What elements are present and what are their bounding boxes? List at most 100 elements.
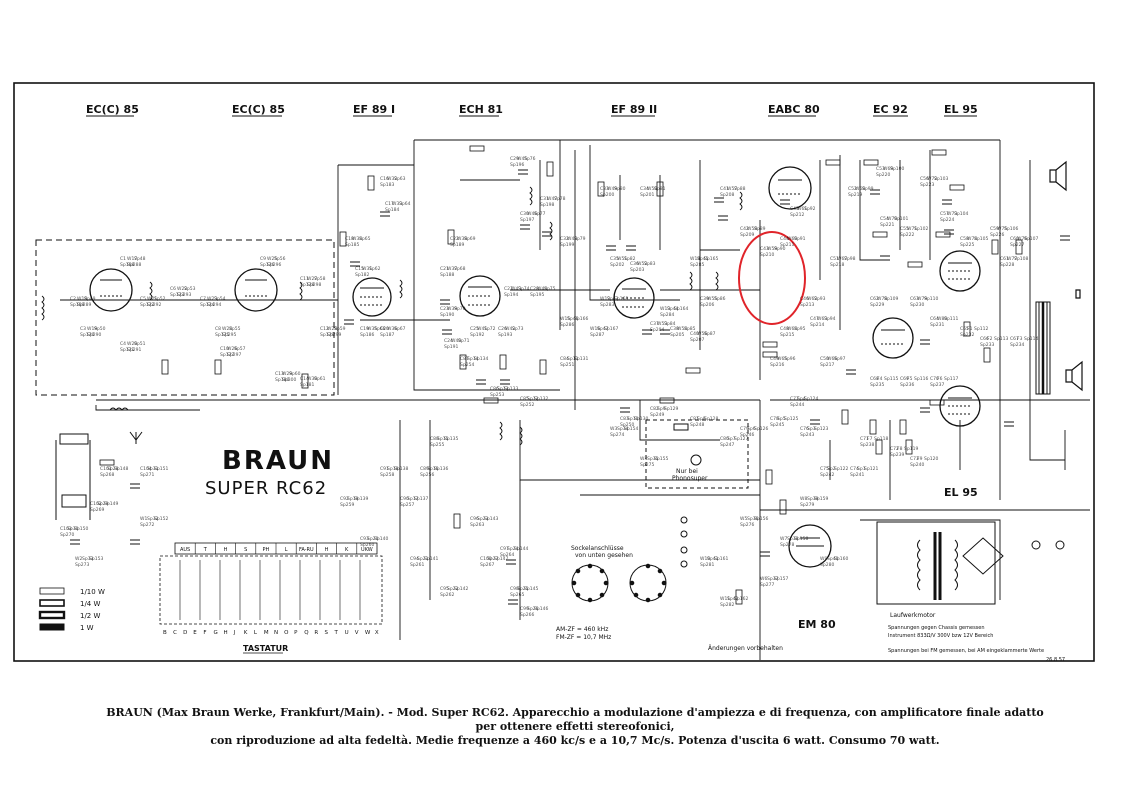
component-label: Sp268: [100, 472, 114, 478]
component-label: Sp94: [824, 316, 836, 322]
component-label: Sp241: [850, 472, 864, 478]
component-label: Sp270: [60, 532, 74, 538]
tube-ef89ii: [613, 277, 655, 319]
tube-el95b: [939, 385, 981, 427]
component-label: Sp190: [440, 312, 454, 318]
component-label: C24: [444, 338, 453, 344]
component-label: F1: [967, 326, 973, 332]
component-label: Sp275: [640, 462, 654, 468]
keyboard-letter: R: [314, 630, 318, 636]
component-label: Sp232: [960, 332, 974, 338]
component-label: W71: [907, 226, 917, 232]
component-label: Sp28: [107, 466, 119, 472]
component-label: W37: [447, 266, 457, 272]
tube-em80: [788, 524, 832, 568]
component-label: Sp29: [97, 501, 109, 507]
component-label: C59: [990, 226, 999, 232]
component-label: Sp276: [740, 522, 754, 528]
component-label: Sp260: [360, 542, 374, 548]
component-label: W8: [800, 496, 807, 502]
component-label: Sp88: [734, 186, 746, 192]
component-label: Sp54: [214, 296, 226, 302]
component-label: Sp288: [127, 262, 141, 268]
component-label: C16: [380, 176, 389, 182]
component-label: Sp71: [458, 338, 470, 344]
component-label: Sp249: [650, 412, 664, 418]
component-label: Sp208: [720, 192, 734, 198]
voltage-note-3: Spannungen bei FM gemessen, bei AM einge…: [888, 648, 1044, 654]
component-label: Sp22: [447, 586, 459, 592]
component-label: W73: [947, 211, 957, 217]
component-label: C103: [60, 526, 72, 532]
component-label: C99: [520, 606, 529, 612]
component-label: C5: [140, 296, 146, 302]
component-label: Sp116: [914, 376, 928, 382]
component-label: Sp204: [650, 327, 664, 333]
component-label: C58: [960, 236, 969, 242]
component-label: Sp165: [704, 256, 718, 262]
component-label: Sp202: [610, 262, 624, 268]
component-label: Sp191: [444, 344, 458, 350]
component-label: C28: [530, 286, 539, 292]
component-label: W11: [720, 596, 730, 602]
component-label: W31: [362, 266, 372, 272]
component-label: Sp284: [660, 312, 674, 318]
component-label: Sp193: [498, 332, 512, 338]
component-label: C11: [300, 276, 309, 282]
component-label: Sp32: [147, 516, 159, 522]
component-label: Sp7: [727, 436, 736, 442]
changes-note: Änderungen vorbehalten: [708, 645, 783, 652]
component-label: Sp237: [930, 382, 944, 388]
component-label: Sp264: [500, 552, 514, 558]
component-label: Sp78: [554, 196, 566, 202]
component-label: C47: [810, 316, 819, 322]
tube-label-ef89ii: EF 89 II: [611, 103, 657, 116]
component-label: W6: [760, 576, 767, 582]
component-label: Sp273: [75, 562, 89, 568]
keyboard-key: T: [203, 547, 208, 553]
component-label: Sp55: [229, 326, 241, 332]
component-label: F5: [907, 376, 913, 382]
component-label: Sp174: [200, 302, 214, 308]
tube-ec92: [872, 317, 914, 359]
component-label: Sp170: [80, 332, 94, 338]
component-label: C14: [300, 376, 309, 382]
component-label: Sp30: [67, 526, 79, 532]
component-label: W50: [647, 186, 657, 192]
legend-label-0: 1/10 W: [80, 588, 105, 596]
component-label: Sp117: [944, 376, 958, 382]
component-label: C38: [670, 326, 679, 332]
component-label: F3: [1017, 336, 1023, 342]
component-label: Sp77: [534, 211, 546, 217]
component-label: Sp84: [664, 321, 676, 327]
component-label: C10: [220, 346, 229, 352]
keyboard-letter: X: [375, 630, 379, 636]
component-label: Sp285: [690, 262, 704, 268]
tube-label-el95b: EL 95: [944, 486, 978, 499]
keyboard-key: FA-RU: [299, 547, 314, 553]
component-label: Sp136: [434, 466, 448, 472]
component-label: Sp127: [734, 436, 748, 442]
component-label: Sp258: [380, 472, 394, 478]
component-label: Sp154: [624, 426, 638, 432]
if-am-label: AM-ZF = 460 kHz: [556, 626, 608, 633]
component-label: Sp220: [876, 172, 890, 178]
component-label: C86: [490, 386, 499, 392]
component-label: Sp25: [517, 586, 529, 592]
component-label: W56: [697, 331, 707, 337]
component-label: C49: [770, 356, 779, 362]
component-label: C71: [860, 436, 869, 442]
keyboard-letter: Q: [304, 630, 309, 636]
keyboard-letter: T: [334, 630, 339, 636]
component-label: Sp9: [657, 406, 666, 412]
component-label: Sp105: [974, 236, 988, 242]
component-label: Sp85: [684, 326, 696, 332]
component-label: C46: [800, 296, 809, 302]
component-label: W80: [937, 316, 947, 322]
component-label: Sp73: [512, 326, 524, 332]
component-label: C93: [360, 536, 369, 542]
component-label: Sp289: [77, 302, 91, 308]
component-label: Sp146: [534, 606, 548, 612]
component-label: W74: [967, 236, 977, 242]
component-label: Sp267: [480, 562, 494, 568]
